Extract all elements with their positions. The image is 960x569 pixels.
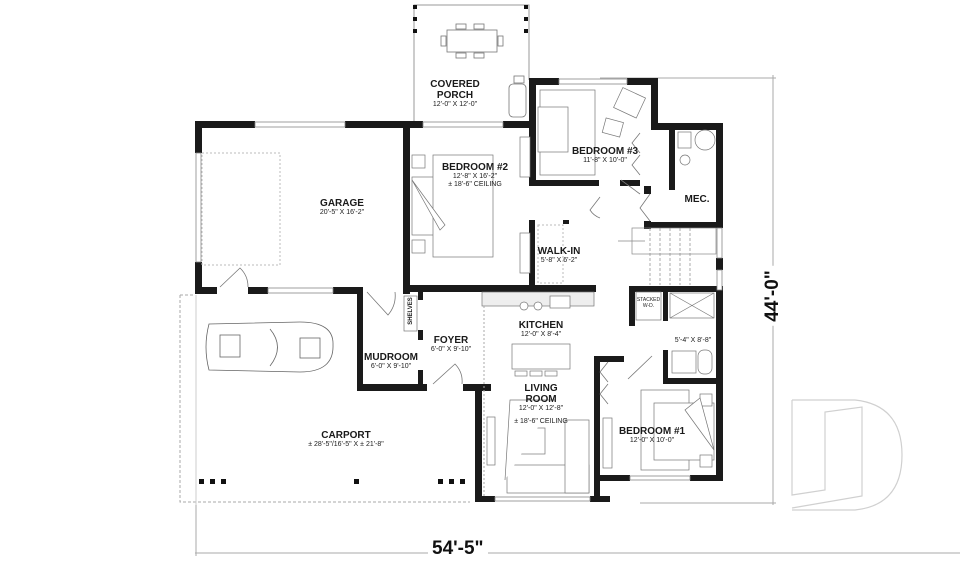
room-label-mec: MEC. [685, 194, 710, 205]
bedroom-1-furniture [602, 389, 715, 471]
stairs [618, 227, 717, 285]
room-dims: ± 28'-5"/16'-5" X ± 21'-8" [308, 441, 384, 448]
dining-table-icon [440, 23, 527, 118]
room-name: CARPORT [321, 430, 371, 441]
bedroom-3-furniture [537, 87, 646, 176]
room-label-covered-porch: COVERED PORCH 12'-0" X 12'-0" [430, 79, 479, 109]
walk-in-shelf [537, 224, 564, 284]
shelves-label: SHELVES [407, 297, 414, 325]
stacked-wd-line2: W-D. [642, 303, 655, 309]
room-dims: 6'-0" X 9'-10" [370, 363, 412, 370]
overall-width-dimension: 54'-5" [428, 538, 488, 560]
room-name: BEDROOM #3 [571, 146, 639, 157]
room-dims: 6'-0" X 9'-10" [430, 346, 472, 353]
room-label-bathroom: 5'-4" X 8'-8" [675, 337, 711, 345]
room-name: BEDROOM #2 [441, 162, 509, 173]
room-name: WALK-IN [537, 246, 581, 257]
carport-posts [199, 479, 465, 484]
room-dims: 12'-0" X 12'-8" [518, 405, 564, 412]
room-dims: 5'-4" X 8'-8" [674, 337, 712, 344]
room-ceiling: ± 18'-6" CEILING [448, 180, 502, 188]
room-name: LIVING [524, 383, 558, 394]
car-icon [205, 321, 334, 373]
door-swings [219, 132, 653, 405]
room-label-bedroom-2: BEDROOM #2 12'-8" X 16'-2" ± 18'-6" CEIL… [442, 162, 508, 188]
room-dims: 12'-8" X 16'-2" [452, 173, 498, 180]
room-dims: 5'-8" X 6'-2" [540, 257, 578, 264]
room-name: MUDROOM [364, 352, 418, 363]
room-name: KITCHEN [518, 320, 564, 331]
overall-depth-dimension: 44'-0" [761, 266, 784, 326]
room-label-kitchen: KITCHEN 12'-0" X 8'-4" [519, 320, 563, 339]
room-label-garage: GARAGE 20'-5" X 16'-2" [320, 198, 364, 217]
watermark-logo-icon [791, 399, 903, 511]
room-name: FOYER [433, 335, 469, 346]
stacked-wd-label: STACKED W-D. [636, 297, 661, 309]
room-label-bedroom-1: BEDROOM #1 12'-0" X 10'-0" [619, 426, 685, 445]
living-room-furniture [486, 399, 590, 494]
room-name: ROOM [525, 394, 557, 405]
room-name: MEC. [684, 194, 710, 205]
room-ceiling: ± 18'-6" CEILING [514, 417, 568, 425]
bath-fixtures [635, 291, 715, 375]
shelves-unit [403, 295, 418, 332]
windows [195, 78, 723, 502]
walls [195, 78, 723, 502]
room-label-bedroom-3: BEDROOM #3 11'-8" X 10'-0" [572, 146, 638, 165]
room-name: BEDROOM #1 [618, 426, 686, 437]
bedroom-2-furniture [411, 136, 531, 274]
room-name: GARAGE [320, 198, 364, 209]
room-dims: 12'-0" X 8'-4" [520, 331, 562, 338]
stacked-wd-line1: STACKED [636, 297, 661, 303]
room-dims: 12'-0" X 12'-0" [432, 101, 478, 108]
room-label-mudroom: MUDROOM 6'-0" X 9'-10" [364, 352, 418, 371]
room-name: COVERED [430, 79, 480, 90]
garage-door-area [201, 152, 281, 266]
mec-fixtures [677, 129, 716, 166]
carport-outline [179, 294, 470, 505]
room-dims: 11'-8" X 10'-0" [583, 157, 627, 164]
porch-posts [413, 5, 528, 33]
room-label-carport: CARPORT ± 28'-5"/16'-5" X ± 21'-8" [308, 430, 384, 449]
porch-outline [413, 4, 530, 122]
room-label-walk-in: WALK-IN 5'-8" X 6'-2" [538, 246, 581, 265]
room-label-foyer: FOYER 6'-0" X 9'-10" [431, 335, 471, 354]
room-dims: 12'-0" X 10'-0" [629, 437, 675, 444]
kitchen-counters [481, 291, 595, 377]
room-name: PORCH [436, 90, 474, 101]
room-label-living-room: LIVING ROOM 12'-0" X 12'-8" ± 18'-6" CEI… [514, 383, 568, 425]
room-dims: 20'-5" X 16'-2" [319, 209, 365, 216]
